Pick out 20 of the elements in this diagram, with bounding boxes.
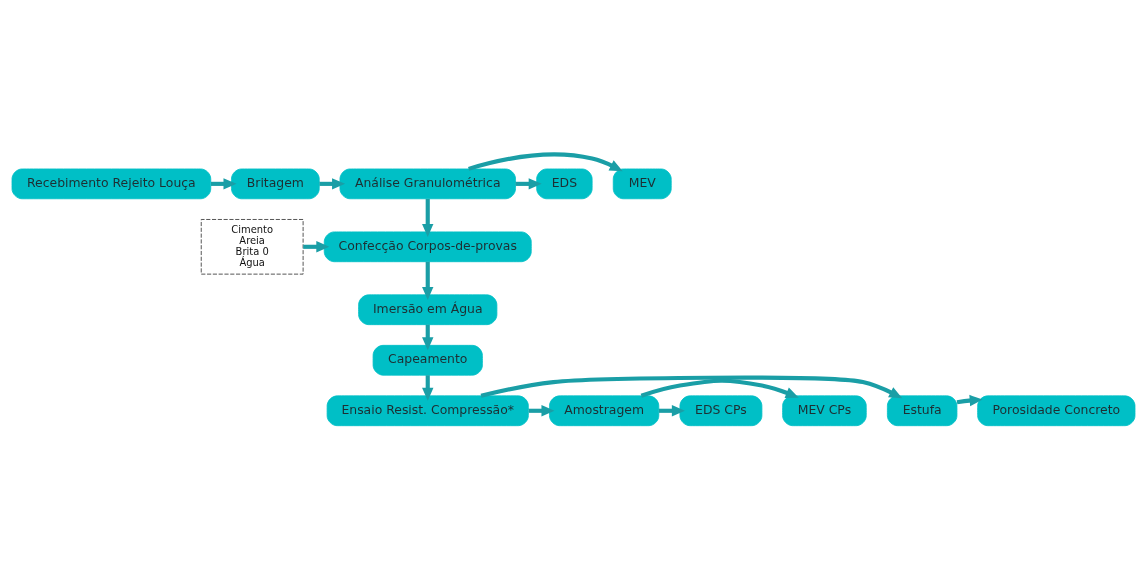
node-box: Porosidade Concreto (977, 395, 1136, 427)
arrow (640, 378, 799, 399)
node-box: Recebimento Rejeito Louça (11, 168, 212, 200)
node-box: Imersão em Água (358, 294, 498, 326)
arrow (422, 198, 434, 237)
arrow (468, 152, 623, 172)
node-box: Análise Granulométrica (339, 168, 516, 200)
node-box: Amostragem (549, 395, 660, 427)
node-box: Britagem (231, 168, 320, 200)
node-box: Confecção Corpos-de-provas (323, 231, 532, 263)
arrow (422, 261, 434, 300)
node-box: Capeamento (372, 344, 483, 376)
node-box: EDS CPs (679, 395, 763, 427)
node-box: Estufa (886, 395, 958, 427)
node-box: Ensaio Resist. Compressão* (326, 395, 529, 427)
arrow (480, 375, 903, 399)
node-box: MEV (612, 168, 672, 200)
node-box: MEV CPs (782, 395, 867, 427)
node-box: Cimento Areia Brita 0 Água (200, 219, 304, 275)
node-box: EDS (536, 168, 593, 200)
